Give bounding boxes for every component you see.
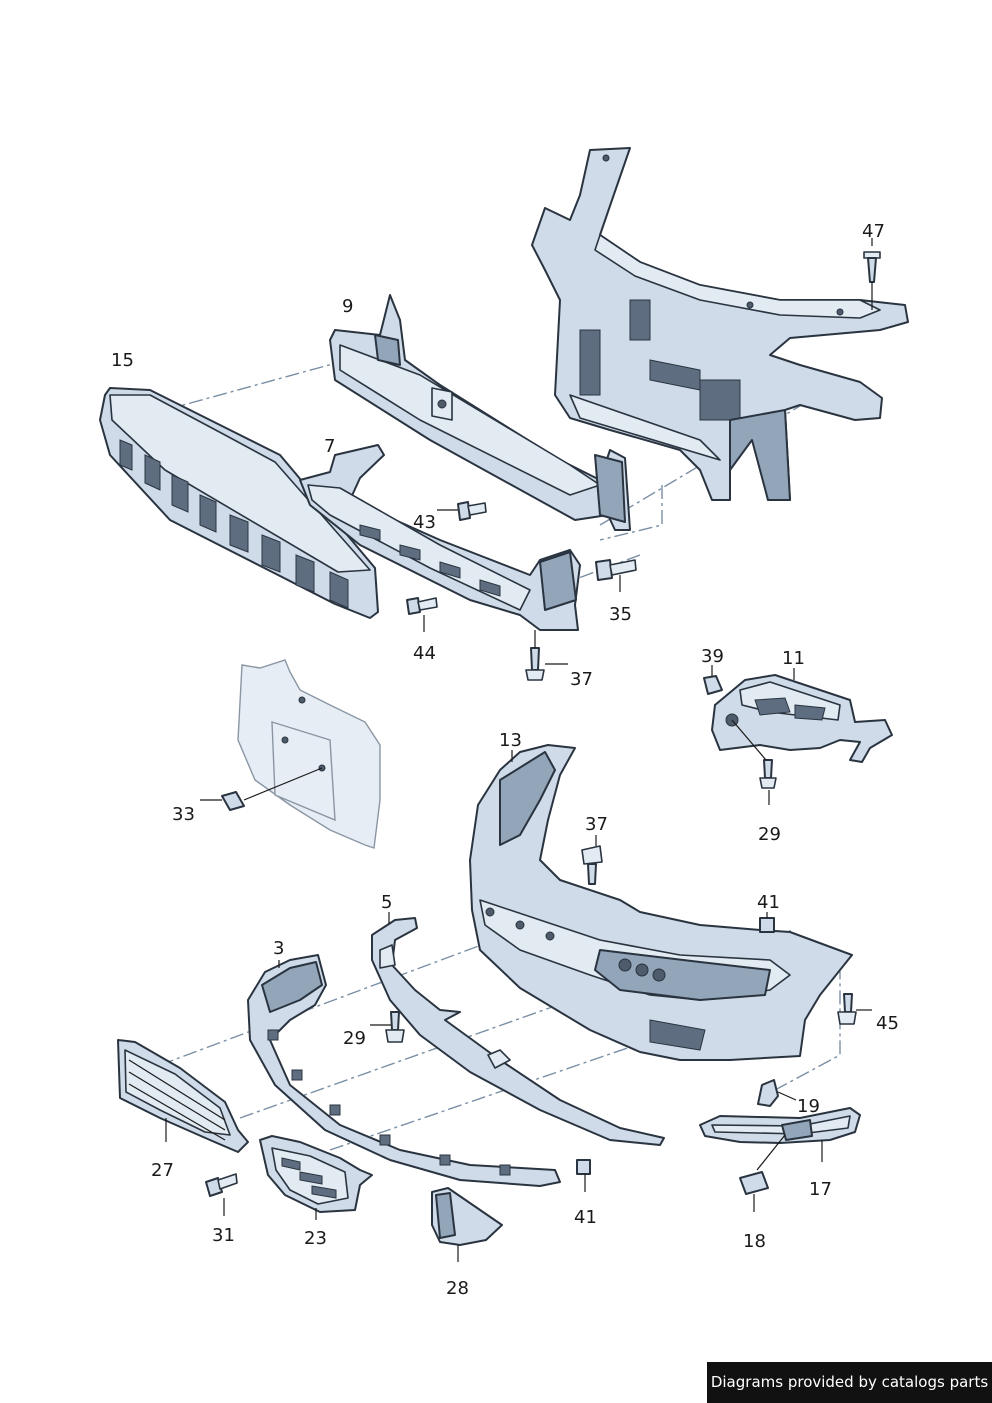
callout-43: 43 [413, 512, 436, 533]
cap-18 [739, 1134, 786, 1212]
clip-33 [200, 767, 323, 811]
callout-13: 13 [499, 730, 522, 751]
lower-grille-strip [247, 954, 561, 1187]
callout-45: 45 [876, 1013, 899, 1034]
callout-37-upper: 37 [570, 669, 593, 690]
screw-47 [863, 238, 881, 310]
screw-45 [837, 993, 872, 1025]
bolt-43 [437, 501, 487, 521]
callout-35: 35 [609, 604, 632, 625]
screw-29-lower [370, 1011, 405, 1043]
screw-31 [205, 1173, 238, 1216]
lower-bracket [431, 1187, 503, 1262]
screw-37-lower [581, 835, 603, 885]
callout-41-lower: 41 [574, 1207, 597, 1228]
body-reference [237, 659, 381, 849]
nut-41-upper [759, 912, 775, 933]
callout-39: 39 [701, 646, 724, 667]
grille-insert-small [259, 1135, 373, 1220]
screw-29-upper [731, 719, 777, 805]
spoiler-strip [371, 912, 665, 1146]
callout-19: 19 [797, 1096, 820, 1117]
callout-23: 23 [304, 1228, 327, 1249]
bumper-cover [469, 744, 853, 1061]
grille-insert-left [117, 1039, 249, 1153]
callout-44: 44 [413, 643, 436, 664]
lock-carrier [531, 147, 909, 501]
callout-31: 31 [212, 1225, 235, 1246]
callout-33: 33 [172, 804, 195, 825]
callout-47: 47 [862, 221, 885, 242]
callout-28: 28 [446, 1278, 469, 1299]
callout-27: 27 [151, 1160, 174, 1181]
callout-labels: 47 9 15 7 43 35 44 37 39 11 29 13 33 37 … [111, 221, 899, 1299]
callout-5: 5 [381, 892, 392, 913]
callout-29-lower: 29 [343, 1028, 366, 1049]
nut-41-lower [576, 1159, 591, 1192]
clip-19 [757, 1079, 797, 1107]
lower-carrier [299, 444, 581, 631]
screw-37-upper [525, 630, 568, 681]
side-bracket [711, 668, 893, 763]
callout-37-lower: 37 [585, 814, 608, 835]
callout-15: 15 [111, 350, 134, 371]
clip-39 [703, 665, 723, 695]
callout-9: 9 [342, 296, 353, 317]
energy-absorber [99, 387, 379, 619]
bumper-beam [329, 294, 631, 531]
callout-41-upper: 41 [757, 892, 780, 913]
callout-11: 11 [782, 648, 805, 669]
bolt-44 [406, 597, 438, 632]
callout-7: 7 [324, 436, 335, 457]
trim-strip [699, 1107, 861, 1162]
callout-29-upper: 29 [758, 824, 781, 845]
bolt-35 [595, 559, 637, 592]
callout-17: 17 [809, 1179, 832, 1200]
footer-credit: Diagrams provided by catalogs parts [707, 1362, 992, 1403]
callout-18: 18 [743, 1231, 766, 1252]
callout-3: 3 [273, 938, 284, 959]
